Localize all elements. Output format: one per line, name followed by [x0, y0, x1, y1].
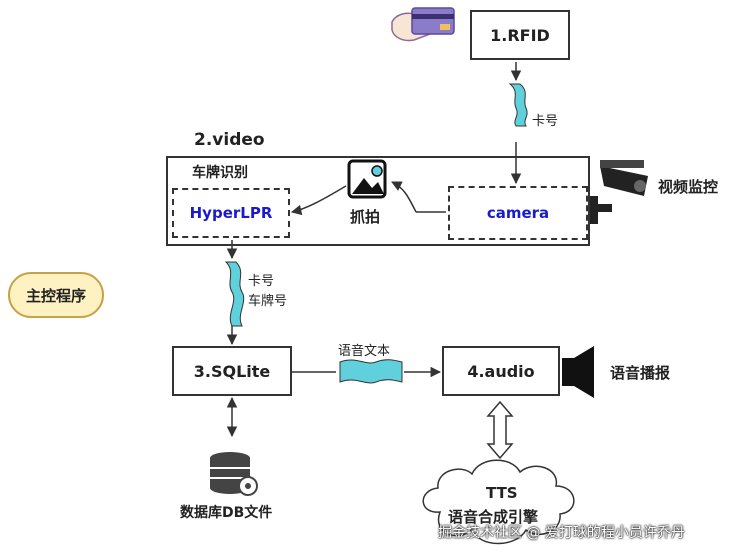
security-camera-icon	[588, 160, 648, 224]
capture-label: 抓拍	[350, 208, 381, 226]
card-hand-icon	[391, 7, 455, 42]
video-group-box	[166, 156, 590, 246]
speaker-icon	[562, 346, 594, 398]
speech-broadcast-label: 语音播报	[610, 364, 671, 382]
camera-label: camera	[486, 204, 550, 222]
speech-text-ribbon	[339, 359, 403, 384]
speech-text-label: 语音文本	[338, 344, 391, 359]
database-icon	[210, 452, 258, 496]
rfid-node: 1.RFID	[470, 10, 570, 60]
tts-cloud	[422, 459, 575, 545]
sqlite-label: 3.SQLite	[193, 361, 271, 381]
double-arrow	[486, 400, 514, 460]
card-no-label: 卡号	[532, 114, 559, 129]
video-title: 2.video	[194, 130, 265, 150]
plate-no-label: 车牌号	[248, 294, 288, 309]
tts-engine-label: 语音合成引擎	[448, 508, 539, 526]
plate-ribbon	[224, 261, 245, 327]
watermark-text: 掘金技术社区 @ 爱打球的程小员许乔丹	[438, 525, 685, 541]
card-no-label-2: 卡号	[248, 274, 275, 289]
tts-label: TTS	[486, 484, 518, 502]
sqlite-node: 3.SQLite	[172, 346, 292, 396]
camera-node: camera	[448, 186, 588, 240]
audio-label: 4.audio	[467, 361, 535, 381]
hyperlpr-label: HyperLPR	[189, 204, 273, 222]
main-program-label: 主控程序	[25, 286, 86, 305]
rfid-label: 1.RFID	[490, 25, 550, 45]
lpr-group-label: 车牌识别	[192, 165, 248, 181]
card-no-ribbon	[508, 83, 528, 127]
surveillance-label: 视频监控	[658, 178, 719, 196]
audio-node: 4.audio	[442, 346, 560, 396]
database-file-label: 数据库DB文件	[180, 505, 273, 521]
image-icon	[347, 159, 387, 199]
main-program-node: 主控程序	[8, 272, 104, 318]
hyperlpr-node: HyperLPR	[172, 188, 290, 238]
